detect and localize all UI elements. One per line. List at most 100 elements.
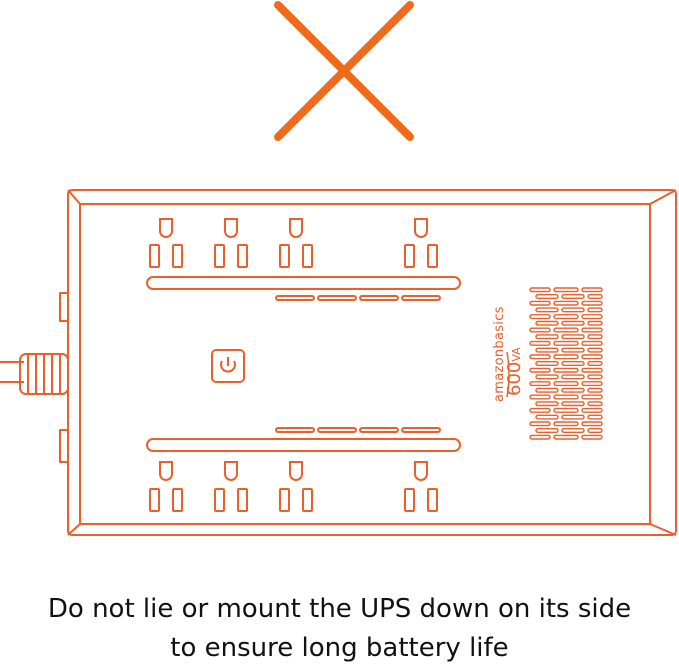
outlet-blade <box>237 488 248 512</box>
vent-slot <box>529 340 551 346</box>
vent-slot <box>587 361 603 367</box>
vent-slot <box>529 367 551 373</box>
ground-pin <box>289 218 303 238</box>
vent-slot <box>535 361 559 367</box>
outlet-blade <box>172 244 183 268</box>
ground-pin <box>159 461 173 481</box>
ground-pin <box>224 461 238 481</box>
vent-slot <box>553 407 579 413</box>
outlet <box>214 218 248 268</box>
outlet <box>404 218 438 268</box>
vent-slot <box>561 347 585 353</box>
vent-slot <box>529 300 551 306</box>
vent-slot <box>529 287 551 293</box>
rating-unit: VA <box>510 347 523 362</box>
vent-slot <box>587 307 603 313</box>
outlet-blade <box>149 488 160 512</box>
vent-slot <box>561 374 585 380</box>
vent-slot <box>587 320 603 326</box>
rating-number: 600 <box>504 362 525 396</box>
outlet-blade <box>214 244 225 268</box>
vent-slot <box>529 327 551 333</box>
vent-slot <box>561 428 585 434</box>
vent-slot <box>535 334 559 340</box>
vent-slot <box>581 421 603 427</box>
outlet-blade <box>427 488 438 512</box>
ground-pin <box>159 218 173 238</box>
vent-slot <box>553 314 579 320</box>
vent-slot <box>581 300 603 306</box>
outlet-blade <box>237 244 248 268</box>
vent-slot <box>581 394 603 400</box>
vent-slot <box>535 347 559 353</box>
vent-slot <box>553 287 579 293</box>
power-cord <box>0 353 69 395</box>
ups-body-outer <box>67 189 677 536</box>
vent-slot <box>529 434 551 440</box>
vent-slot <box>553 421 579 427</box>
outlet-blade <box>172 488 183 512</box>
outlet <box>279 461 313 512</box>
vent-slot <box>581 327 603 333</box>
vent-slot <box>587 374 603 380</box>
vent-slot <box>561 320 585 326</box>
vent-slot <box>581 354 603 360</box>
side-tab-top <box>59 292 69 322</box>
brand-logo: amazonbasics <box>492 306 507 402</box>
vent-slot <box>561 414 585 420</box>
vent-slot <box>587 414 603 420</box>
outlet <box>279 218 313 268</box>
rating-label: 600VA <box>504 347 525 396</box>
vent-slot <box>561 387 585 393</box>
outlet-blade <box>404 488 415 512</box>
top-vent-slot <box>146 276 461 290</box>
ups-diagram: amazonbasics 600VA <box>0 1 677 536</box>
vent-slot <box>561 307 585 313</box>
vent-slot <box>561 401 585 407</box>
vent-slot <box>553 367 579 373</box>
vent-slot <box>581 287 603 293</box>
outlet-row-top <box>149 218 438 268</box>
outlet <box>149 218 183 268</box>
ground-pin <box>224 218 238 238</box>
vent-slot <box>529 394 551 400</box>
ground-pin <box>414 461 428 481</box>
vent-slot <box>529 421 551 427</box>
outlet <box>214 461 248 512</box>
vent-slot <box>561 361 585 367</box>
vent-slot <box>553 327 579 333</box>
outlet-blade <box>149 244 160 268</box>
vent-slot <box>553 381 579 387</box>
outlet-blade <box>214 488 225 512</box>
bottom-vent-slot <box>146 438 461 452</box>
vent-slot <box>587 387 603 393</box>
vent-slot <box>553 354 579 360</box>
x-mark-icon <box>274 1 414 141</box>
ground-pin <box>289 461 303 481</box>
vent-slot <box>535 294 559 300</box>
vent-slot <box>581 340 603 346</box>
vent-slot <box>587 401 603 407</box>
ups-body-inner <box>79 203 651 525</box>
side-tab-bottom <box>59 429 69 463</box>
vent-slot <box>553 394 579 400</box>
vent-slot <box>553 300 579 306</box>
outlet-blade <box>279 244 290 268</box>
bottom-dash-row <box>275 427 441 433</box>
vent-slot <box>587 334 603 340</box>
vent-slot <box>535 387 559 393</box>
vent-slot <box>535 307 559 313</box>
vent-slot <box>535 414 559 420</box>
vent-slot <box>535 374 559 380</box>
vent-slot <box>581 381 603 387</box>
brand-smile <box>506 351 510 398</box>
vent-slot <box>535 401 559 407</box>
vent-slot <box>587 347 603 353</box>
vent-slot <box>553 340 579 346</box>
power-button-icon <box>211 349 245 383</box>
ground-pin <box>414 218 428 238</box>
outlet-blade <box>279 488 290 512</box>
outlet <box>149 461 183 512</box>
outlet-blade <box>302 244 313 268</box>
caption-line-1: Do not lie or mount the UPS down on its … <box>47 594 632 624</box>
